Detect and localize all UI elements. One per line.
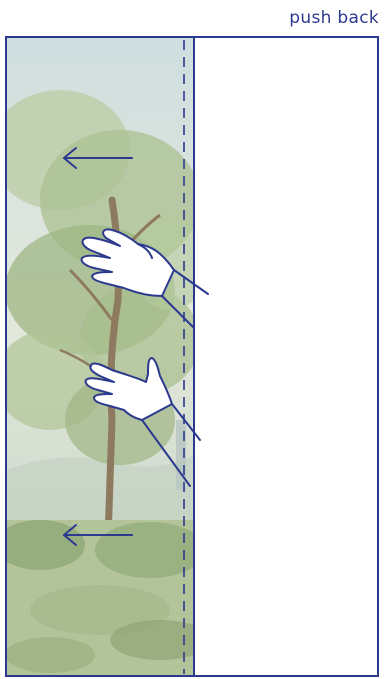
wallpaper-panel [0, 38, 210, 675]
